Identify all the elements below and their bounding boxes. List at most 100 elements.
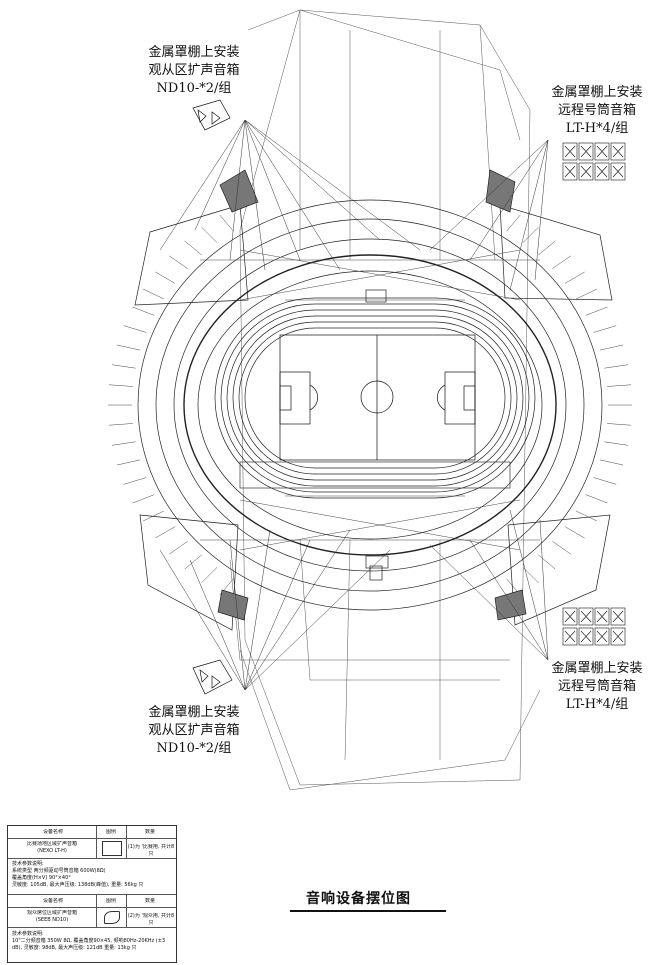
radial-tick	[108, 423, 133, 426]
label-bottom-left-speaker: 金属罩棚上安装 观从区扩声音箱 ND10-*2/组	[148, 705, 240, 756]
radial-tick	[538, 240, 556, 256]
radial-tick	[593, 325, 617, 333]
lt-h-horn-cell	[610, 607, 626, 626]
lt-h-horn-mark	[612, 165, 624, 178]
radial-tick	[201, 567, 218, 583]
lt-h-horn-cell	[610, 162, 626, 181]
radial-tick	[564, 271, 585, 284]
radial-tick	[142, 510, 164, 522]
label-top-right-speaker: 金属罩棚上安装 远程号筒音箱 LT-H*4/组	[551, 85, 643, 136]
stand-wings	[134, 169, 613, 631]
lt-h-horn-mark	[580, 145, 592, 158]
legend-row-nd10: 观众席位区域扩声音箱 (SEEB ND10) (2)为 '观众用, 共计8只	[8, 907, 176, 928]
speaker-aim-lines	[159, 119, 549, 691]
nd10-speaker-symbol-top	[192, 99, 231, 131]
radial-tick	[604, 364, 629, 369]
radial-tick	[599, 459, 624, 466]
radial-tick	[599, 344, 624, 351]
title-underline	[290, 910, 446, 912]
radial-tick	[607, 384, 632, 387]
radial-tick	[123, 477, 147, 485]
lt-h-horn-mark	[580, 630, 592, 643]
lt-h-horn-mark	[580, 610, 592, 623]
nd10-speaker-symbol-bottom	[192, 659, 233, 695]
radial-tick	[522, 227, 539, 243]
lt-h-horn-cell	[610, 142, 626, 161]
radial-tick	[564, 526, 585, 539]
lt-h-horn-cell	[594, 142, 610, 161]
radial-tick	[522, 567, 539, 583]
lt-h-horn-mark	[612, 145, 624, 158]
radial-tick	[155, 271, 176, 284]
radial-tick	[116, 344, 141, 351]
lt-h-horn-mark	[596, 630, 608, 643]
radial-tick	[111, 364, 136, 369]
lt-h-horn-mark	[564, 145, 576, 158]
legend-notes-lt-h: 技术参数说明: 系统类型 两分频驱动号筒音箱 600W(8Ω) 覆盖角度(H×V…	[12, 861, 144, 888]
running-track	[214, 297, 536, 499]
lt-h-horn-cell	[562, 627, 578, 646]
lt-h-horn-cell	[610, 627, 626, 646]
radial-tick	[123, 325, 147, 333]
lt-h-horn-mark	[564, 610, 576, 623]
legend-row-lt-h: 比赛场地区域扩声音箱 (NEXO LT-H) (1)为 '比赛用, 共计8只	[8, 838, 176, 859]
lt-h-horn-mark	[612, 630, 624, 643]
lt-h-horn-cell	[562, 142, 578, 161]
radial-tick	[506, 214, 521, 232]
radial-tick	[108, 384, 133, 387]
lt-h-horn-mark	[564, 630, 576, 643]
lt-h-horn-cell	[594, 607, 610, 626]
lt-h-horn-mark	[596, 145, 608, 158]
lt-h-horn-mark	[612, 610, 624, 623]
construction-lines	[229, 9, 541, 791]
radial-tick	[552, 255, 571, 269]
lt-h-horn-cell	[578, 142, 594, 161]
radial-tick	[552, 541, 571, 555]
label-bottom-right-speaker: 金属罩棚上安装 远程号筒音箱 LT-H*4/组	[551, 661, 643, 712]
label-top-left-speaker: 金属罩棚上安装 观从区扩声音箱 ND10-*2/组	[148, 45, 240, 96]
outer-radial-ticks	[108, 214, 632, 596]
lt-h-horn-mark	[596, 610, 608, 623]
outer-stand	[137, 199, 603, 611]
lt-h-speaker-array-bottom	[562, 607, 626, 646]
radial-tick	[593, 477, 617, 485]
control-booth	[365, 289, 389, 581]
lt-h-horn-cell	[594, 627, 610, 646]
lt-h-horn-cell	[578, 607, 594, 626]
radial-tick	[585, 494, 608, 504]
radial-tick	[169, 255, 188, 269]
lt-h-speaker-array-top	[562, 142, 626, 181]
roof-truss	[200, 249, 540, 551]
radial-tick	[201, 227, 218, 243]
radial-tick	[576, 510, 598, 522]
radial-tick	[576, 288, 598, 300]
radial-tick	[111, 441, 136, 446]
legend-header-2: 设备名称 图例 数量	[8, 894, 176, 908]
legend-notes-nd10: 技术参数说明: 10"二分频音箱 350W 8Ω, 覆盖角度90×45, 频响8…	[12, 931, 166, 951]
lt-h-horn-cell	[562, 162, 578, 181]
radial-tick	[184, 240, 202, 256]
lt-h-horn-cell	[578, 162, 594, 181]
radial-tick	[184, 554, 202, 570]
nd10-legend-icon	[104, 911, 120, 924]
radial-tick	[169, 541, 188, 555]
radial-tick	[132, 494, 155, 504]
lt-h-horn-cell	[594, 162, 610, 181]
lt-h-horn-mark	[596, 165, 608, 178]
lt-h-horn-cell	[562, 607, 578, 626]
radial-tick	[585, 306, 608, 316]
stadium-plan	[108, 9, 632, 791]
legend-header: 设备名称 图例 数量	[8, 826, 176, 839]
radial-tick	[219, 214, 234, 232]
radial-tick	[607, 423, 632, 426]
lt-h-legend-icon	[102, 841, 122, 856]
lt-h-horn-cell	[578, 627, 594, 646]
lt-h-horn-mark	[580, 165, 592, 178]
drawing-title: 音响设备摆位图	[306, 891, 411, 907]
football-pitch	[279, 334, 476, 461]
radial-tick	[155, 526, 176, 539]
radial-tick	[538, 554, 556, 570]
radial-tick	[604, 441, 629, 446]
radial-tick	[116, 459, 141, 466]
radial-tick	[142, 288, 164, 300]
